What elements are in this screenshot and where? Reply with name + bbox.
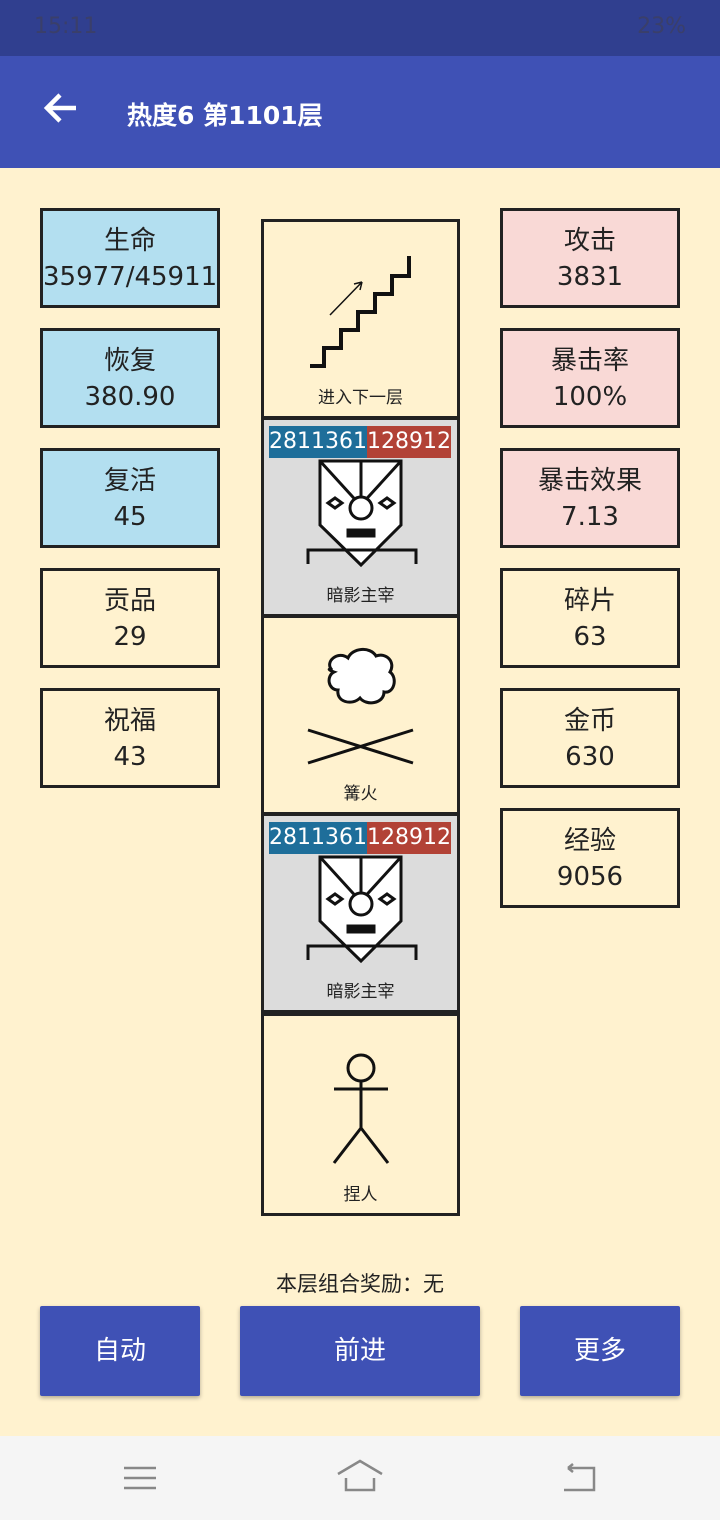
stat-card: 碎片 63	[500, 568, 680, 668]
stat-value: 100%	[552, 382, 628, 412]
battery-level: 23%	[637, 14, 686, 39]
stat-label: 暴击效果	[537, 466, 642, 496]
page-title: 热度6 第1101层	[127, 101, 323, 130]
auto-button[interactable]: 自动	[40, 1306, 200, 1396]
cell-label: 捏人	[343, 1185, 378, 1205]
stat-value: 29	[113, 622, 147, 652]
stat-value: 45	[113, 502, 147, 532]
stat-card: 生命 35977/45911	[40, 208, 220, 308]
stat-card: 复活 45	[40, 448, 220, 548]
stat-value: 63	[573, 622, 607, 652]
stat-value: 9056	[556, 862, 624, 892]
monster-icon	[306, 855, 418, 964]
back-icon[interactable]	[560, 1462, 598, 1494]
stat-label: 经验	[563, 826, 616, 856]
stat-card: 金币 630	[500, 688, 680, 788]
stat-label: 贡品	[103, 586, 156, 616]
cell-bonfire[interactable]: 篝火	[261, 615, 460, 815]
stat-value: 380.90	[84, 382, 176, 412]
monster-hp: 128912	[366, 822, 451, 854]
stat-label: 复活	[103, 466, 156, 496]
stat-value: 3831	[556, 262, 624, 292]
stat-card: 祝福 43	[40, 688, 220, 788]
monster-attack: 2811361	[269, 426, 367, 458]
stat-label: 祝福	[103, 706, 156, 736]
stat-label: 恢复	[103, 346, 156, 376]
back-arrow-icon[interactable]	[40, 88, 80, 128]
stat-value: 43	[113, 742, 147, 772]
stat-label: 碎片	[563, 586, 616, 616]
stat-card: 经验 9056	[500, 808, 680, 908]
menu-icon[interactable]	[122, 1464, 158, 1492]
stat-label: 暴击率	[550, 346, 629, 376]
app-bar: 热度6 第1101层	[0, 56, 720, 168]
cell-create-character[interactable]: 捏人	[261, 1013, 460, 1216]
cell-label: 篝火	[343, 784, 378, 804]
stat-label: 生命	[103, 226, 156, 256]
stat-card: 贡品 29	[40, 568, 220, 668]
forward-button[interactable]: 前进	[240, 1306, 480, 1396]
stairs-icon	[310, 256, 411, 368]
stat-label: 金币	[563, 706, 616, 736]
status-bar: 15:11 23%	[0, 0, 720, 56]
stat-value: 35977/45911	[43, 262, 218, 292]
person-icon	[332, 1053, 390, 1164]
home-icon[interactable]	[336, 1458, 384, 1494]
cell-label: 暗影主宰	[326, 586, 395, 606]
cell-label: 进入下一层	[318, 388, 403, 408]
stat-card: 攻击 3831	[500, 208, 680, 308]
monster-hp: 128912	[366, 426, 451, 458]
bonfire-icon	[307, 648, 414, 765]
monster-attack: 2811361	[269, 822, 367, 854]
cell-next-floor[interactable]: 进入下一层	[261, 219, 460, 419]
stat-label: 攻击	[563, 226, 616, 256]
stat-card: 暴击效果 7.13	[500, 448, 680, 548]
floor-bonus-text: 本层组合奖励：无	[276, 1272, 444, 1296]
stat-card: 恢复 380.90	[40, 328, 220, 428]
stat-card: 暴击率 100%	[500, 328, 680, 428]
stat-value: 630	[565, 742, 615, 772]
monster-icon	[306, 459, 418, 568]
status-time: 15:11	[34, 14, 98, 39]
cell-label: 暗影主宰	[326, 982, 395, 1002]
system-nav-bar	[0, 1436, 720, 1520]
more-button[interactable]: 更多	[520, 1306, 680, 1396]
stat-value: 7.13	[561, 502, 619, 532]
